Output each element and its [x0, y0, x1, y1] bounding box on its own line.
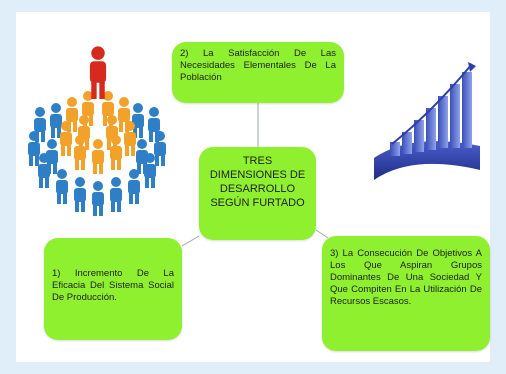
people-hierarchy-pyramid-icon [28, 46, 166, 216]
connector-right [315, 229, 329, 239]
3d-bar-chart-icon [374, 62, 480, 180]
dimension-node-1: 1) Incremento De La Eficacia Del Sistema… [44, 238, 182, 340]
dimension-node-2: 2) La Satisfacción De Las Necesidades El… [172, 42, 344, 103]
connector-left [181, 235, 200, 247]
central-topic-node: TRES DIMENSIONES DE DESARROLLO SEGÚN FUR… [199, 147, 316, 240]
dimension-node-3: 3) La Consecución De Objetivos A Los Que… [322, 236, 490, 351]
